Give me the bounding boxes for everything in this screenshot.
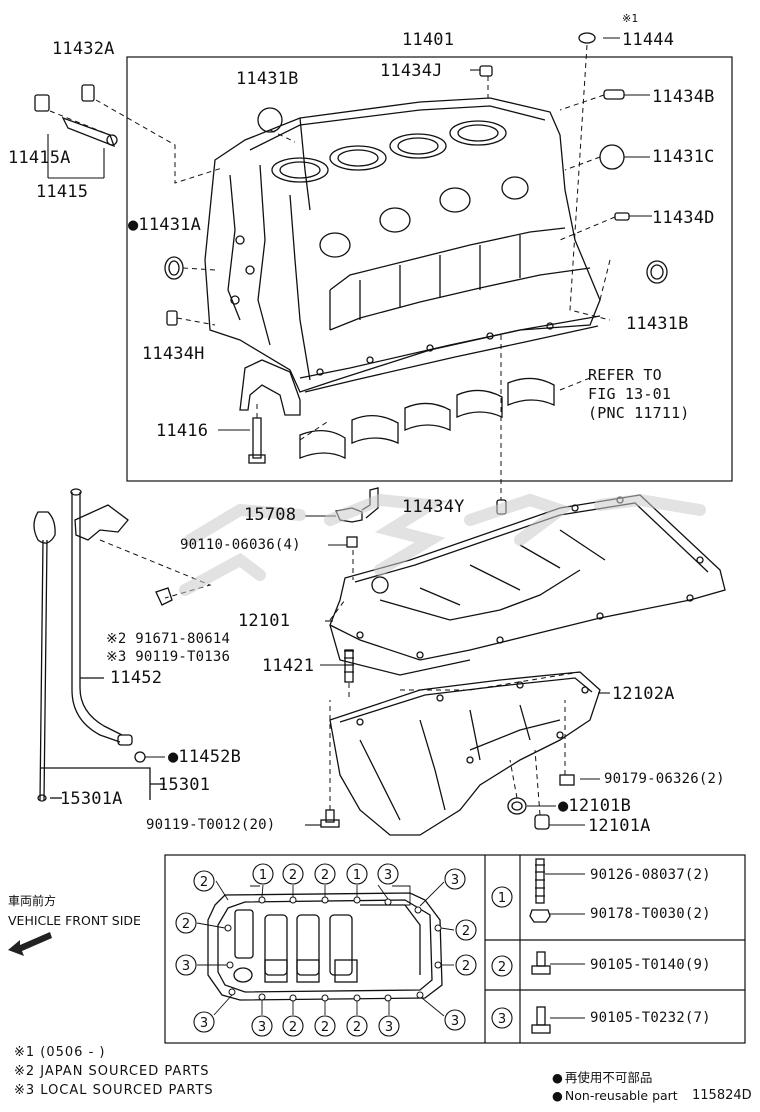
part-label-12101a[interactable]: 12101A [588, 816, 651, 836]
part-label-90119-t0012[interactable]: 90119-T0012(20) [146, 817, 276, 833]
inset-row-key: 1 [498, 891, 506, 906]
inset-bottom-key: 3 [451, 1014, 459, 1029]
figure-code: 115824D [692, 1088, 752, 1103]
part-label-11444[interactable]: 11444 [622, 30, 675, 50]
inset-right-key: 2 [462, 924, 470, 939]
part-label-11434b[interactable]: 11434B [652, 87, 715, 107]
vehicle-front-arrow-icon [8, 932, 52, 956]
part-label-90119-t0136[interactable]: ※3 90119-T0136 [106, 649, 231, 665]
part-label-11415a[interactable]: 11415A [8, 148, 71, 168]
inset-left-key: 2 [182, 917, 190, 932]
legend-nonreusable: Non-reusable part [552, 1088, 678, 1103]
part-label-11431b-top[interactable]: 11431B [236, 69, 299, 89]
inset-top-key: 1 [353, 868, 361, 883]
part-label-11434j[interactable]: 11434J [380, 61, 443, 81]
oil-pan-lower-drawing [329, 671, 601, 836]
refer-note-line1[interactable]: REFER TO [588, 366, 662, 384]
part-label-91671-80614[interactable]: ※2 91671-80614 [106, 631, 231, 647]
cylinder-block-drawing [204, 97, 601, 393]
inset-part-90105-t0140[interactable]: 90105-T0140(9) [590, 957, 711, 973]
inset-row-key: 2 [498, 960, 506, 975]
part-label-90110-06036[interactable]: 90110-06036(4) [180, 537, 301, 553]
vehicle-front-label: VEHICLE FRONT SIDE [8, 913, 141, 928]
inset-part-90105-t0232[interactable]: 90105-T0232(7) [590, 1010, 711, 1026]
inset-row-leaders [545, 873, 585, 1019]
footnote-2: ※2 JAPAN SOURCED PARTS [14, 1064, 210, 1079]
part-label-12102a[interactable]: 12102A [612, 684, 675, 704]
part-label-11434y[interactable]: 11434Y [402, 497, 465, 517]
part-label-15301a[interactable]: 15301A [60, 789, 123, 809]
part-label-90179-06326[interactable]: 90179-06326(2) [604, 771, 725, 787]
part-label-11415[interactable]: 11415 [36, 182, 89, 202]
vehicle-front-jp: 車両前方 [8, 894, 57, 908]
inset-top-key: 2 [289, 868, 297, 883]
oil-gauge-drawing [33, 488, 165, 802]
part-label-11421[interactable]: 11421 [262, 656, 315, 676]
part-label-12101b[interactable]: ●12101B [558, 796, 632, 816]
part-label-15708[interactable]: 15708 [244, 505, 297, 525]
part-label-11434d[interactable]: 11434D [652, 208, 715, 228]
part-label-11452b[interactable]: ●11452B [168, 747, 242, 767]
inset-bottom-key: 3 [258, 1020, 266, 1035]
part-label-11401[interactable]: 11401 [402, 30, 455, 50]
part-label-11416[interactable]: 11416 [156, 421, 209, 441]
legend-nonreusable-jp: 再使用不可部品 [552, 1070, 653, 1085]
part-label-11432a[interactable]: 11432A [52, 39, 115, 59]
oil-pan-small-parts [74, 487, 575, 830]
part-label-11431b[interactable]: 11431B [626, 314, 689, 334]
inset-bottom-key: 2 [289, 1020, 297, 1035]
block-small-parts [34, 32, 668, 515]
inset-left-key: 3 [200, 1016, 208, 1031]
inset-top-key: 3 [384, 868, 392, 883]
part-label-11452[interactable]: 11452 [110, 668, 163, 688]
refer-note-line3[interactable]: (PNC 11711) [588, 404, 690, 422]
block-solid-leaders [47, 37, 652, 431]
oil-pan-solid-leaders [145, 515, 610, 826]
inset-left-key: 3 [182, 959, 190, 974]
oil-pan-leader-lines [99, 539, 581, 816]
block-leader-lines [49, 44, 616, 500]
inset-row-key: 3 [498, 1012, 506, 1027]
part-label-11431a[interactable]: ●11431A [128, 215, 202, 235]
inset-part-90126-08037[interactable]: 90126-08037(2) [590, 867, 711, 883]
watermark [179, 493, 706, 596]
part-label-11434h[interactable]: 11434H [142, 344, 205, 364]
part-label-12101[interactable]: 12101 [238, 611, 291, 631]
inset-bottom-key: 2 [321, 1020, 329, 1035]
inset-top-key: 3 [451, 873, 459, 888]
note-mark-1: ※1 [622, 12, 639, 25]
refer-note-line2[interactable]: FIG 13-01 [588, 385, 672, 403]
footnote-1: ※1 (0506 - ) [14, 1045, 106, 1060]
inset-top-key: 2 [200, 875, 208, 890]
inset-bottom-key: 2 [353, 1020, 361, 1035]
inset-right-key: 2 [462, 959, 470, 974]
footnote-3: ※3 LOCAL SOURCED PARTS [14, 1083, 214, 1098]
inset-top-key: 2 [321, 868, 329, 883]
inset-bottom-key: 3 [385, 1020, 393, 1035]
inset-top-key: 1 [259, 868, 267, 883]
block-group-frame [126, 56, 733, 482]
part-label-15301[interactable]: 15301 [158, 775, 211, 795]
inset-frame [164, 854, 746, 1044]
inset-row-parts [529, 858, 551, 1034]
part-label-11431c[interactable]: 11431C [652, 147, 715, 167]
inset-part-90178-t0030[interactable]: 90178-T0030(2) [590, 906, 711, 922]
inset-callout-leaders [196, 880, 455, 1017]
